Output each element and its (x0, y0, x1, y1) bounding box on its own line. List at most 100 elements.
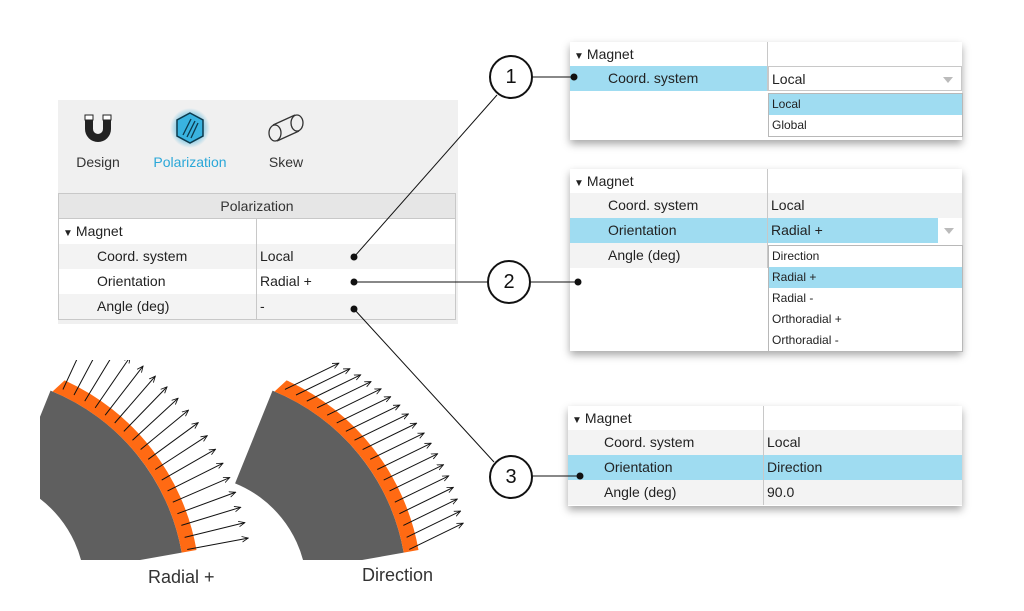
row-value[interactable]: Radial + (260, 273, 312, 289)
row-value[interactable]: Local (260, 248, 294, 264)
group-row-magnet[interactable]: ▼Magnet (570, 169, 962, 193)
polarization-arrow (394, 476, 449, 503)
grid-row[interactable]: Coord. system Local (570, 193, 962, 218)
group-row-magnet[interactable]: ▼Magnet (568, 406, 962, 430)
tool-skew-label: Skew (268, 154, 304, 170)
polarization-arrow (336, 397, 391, 424)
polarization-arrow (295, 369, 350, 396)
collapse-triangle-icon[interactable]: ▼ (572, 415, 582, 426)
group-label: Magnet (586, 173, 634, 189)
property-grid: Polarization ▼Magnet Coord. system Local… (58, 193, 456, 320)
tool-design-button[interactable]: Design (58, 108, 138, 170)
tool-polarization-button[interactable]: Polarization (150, 108, 230, 170)
leader-dot (570, 73, 578, 81)
magnet-segment (274, 380, 419, 553)
row-name: Coord. system (568, 430, 764, 455)
grid-row[interactable]: Angle (deg) - (59, 294, 455, 319)
polarization-arrow (354, 414, 408, 441)
polarization-arrow (181, 507, 240, 526)
polarization-arrow (306, 375, 361, 402)
grid-row[interactable]: Orientation Radial + (570, 218, 962, 243)
direction-illustration (235, 363, 463, 560)
polarization-arrow (377, 443, 431, 470)
group-row-magnet[interactable]: ▼Magnet (59, 219, 455, 244)
grid-row[interactable]: Coord. system Local (570, 66, 962, 91)
option-local[interactable]: Local (769, 94, 962, 115)
row-value[interactable]: Local (771, 197, 805, 213)
row-value[interactable]: - (260, 298, 265, 314)
option-orthoradial-minus[interactable]: Orthoradial - (772, 333, 839, 347)
row-name: Coord. system (570, 193, 768, 218)
polarization-arrow (167, 463, 223, 492)
collapse-triangle-icon[interactable]: ▼ (574, 51, 584, 62)
select-value: Local (772, 71, 806, 87)
polarization-arrow (370, 433, 424, 460)
magnet-illustrations (40, 360, 480, 560)
row-value[interactable]: 90.0 (767, 484, 795, 500)
grid-row[interactable]: Angle (deg) 90.0 (568, 480, 962, 505)
leader-dot (350, 253, 358, 261)
callout-badge-2: 2 (487, 260, 531, 304)
grid-row[interactable]: Coord. system Local (568, 430, 962, 455)
polarization-arrow (123, 387, 167, 432)
orientation-select[interactable]: Radial + (768, 218, 962, 243)
polarization-arrow (284, 363, 339, 390)
polarization-arrow (94, 360, 130, 409)
polarization-arrow (409, 523, 463, 550)
row-value[interactable]: Direction (767, 459, 823, 475)
skew-cylinder-icon (246, 108, 326, 148)
polarization-arrow (161, 449, 216, 481)
option-radial-minus[interactable]: Radial - (772, 291, 814, 305)
row-value[interactable]: Local (767, 434, 801, 450)
polarization-arrow (383, 454, 438, 481)
radial-plus-illustration (40, 360, 248, 560)
direction-caption: Direction (362, 565, 434, 585)
polarization-arrow (177, 492, 235, 515)
group-row-magnet[interactable]: ▼Magnet (570, 42, 962, 66)
option-radial-plus[interactable]: Radial + (769, 267, 962, 288)
callout-badge-1: 1 (489, 55, 533, 99)
callout-1-panel: ▼Magnet Coord. system Local Local Global (570, 42, 963, 140)
collapse-triangle-icon[interactable]: ▼ (63, 228, 73, 239)
coord-system-select[interactable]: Local (768, 66, 962, 91)
group-label: Magnet (584, 410, 632, 426)
polarization-arrow (84, 360, 111, 402)
grid-row[interactable]: Angle (deg) (570, 243, 768, 268)
row-name: Angle (deg) (59, 294, 257, 319)
polarization-arrow (326, 389, 381, 416)
grid-row[interactable]: Orientation Direction (568, 455, 962, 480)
orientation-options: Direction Radial + Radial - Orthoradial … (768, 245, 963, 352)
row-name: Angle (deg) (568, 480, 764, 505)
radial-plus-caption: Radial + (148, 567, 215, 587)
leader-line-3 (353, 308, 495, 463)
polarization-arrow (362, 423, 417, 450)
dropdown-arrow-icon[interactable] (944, 228, 954, 234)
collapse-triangle-icon[interactable]: ▼ (574, 178, 584, 189)
leader-dot (576, 472, 584, 480)
group-label: Magnet (586, 46, 634, 62)
tool-design-label: Design (76, 154, 120, 170)
leader-dot (350, 305, 358, 313)
option-global[interactable]: Global (772, 118, 807, 132)
polarization-arrow (140, 410, 189, 450)
leader-dot (574, 278, 582, 286)
row-name: Orientation (570, 218, 768, 243)
option-direction[interactable]: Direction (772, 249, 820, 263)
leader-dot (350, 278, 358, 286)
polarization-arrow (184, 523, 245, 538)
rotor-core (40, 390, 182, 560)
callout-badge-3: 3 (489, 455, 533, 499)
row-name: Coord. system (59, 244, 257, 269)
row-name: Orientation (59, 269, 257, 294)
dropdown-arrow-icon[interactable] (943, 77, 953, 83)
option-orthoradial-plus[interactable]: Orthoradial + (772, 312, 842, 326)
grid-title: Polarization (59, 194, 455, 219)
grid-row[interactable]: Coord. system Local (59, 244, 455, 269)
tool-skew-button[interactable]: Skew (246, 108, 326, 170)
grid-row[interactable]: Orientation Radial + (59, 269, 455, 294)
polarization-arrow (187, 538, 248, 550)
polarization-arrow (389, 465, 444, 492)
coord-system-options: Local Global (768, 93, 963, 137)
polarization-arrow (406, 511, 461, 538)
